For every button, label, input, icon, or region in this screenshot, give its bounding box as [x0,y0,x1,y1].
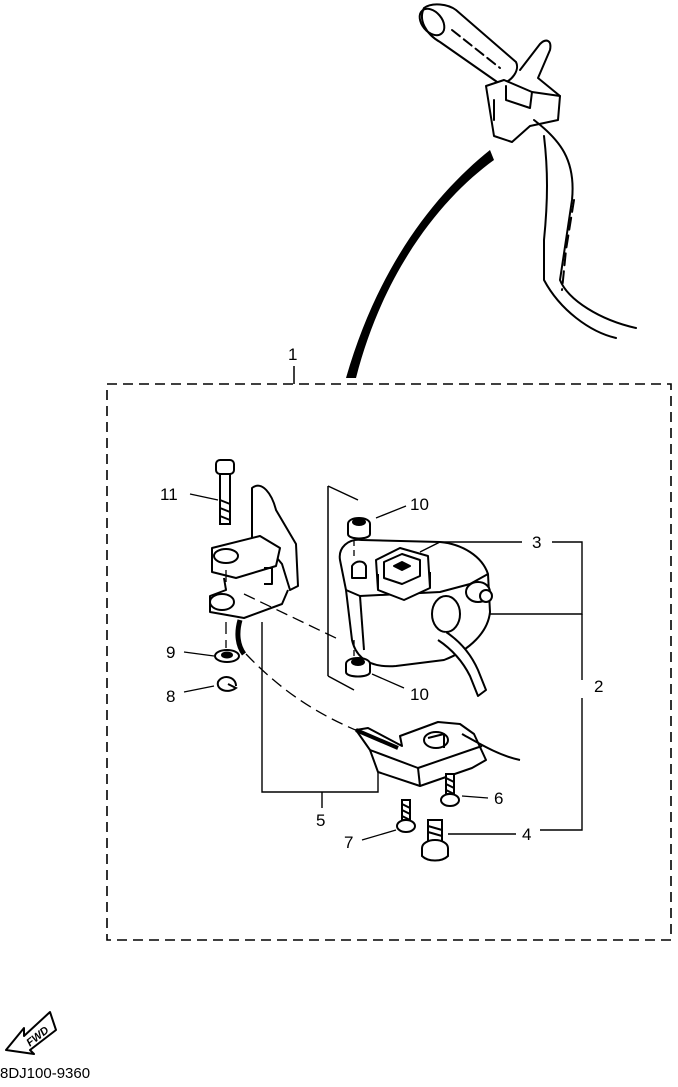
lower-housing-body [355,721,487,787]
callout-7: 7 [344,833,353,852]
callout-8-leader [183,685,215,693]
handlebar-tube-back [543,135,617,339]
cap-10-bottom-hole [351,658,365,666]
bolt-4 [421,819,449,862]
housing-seam [345,573,489,597]
bracket-top-plate [211,535,281,579]
brake-lever [519,39,561,97]
part-code: 8DJ100-9360 [0,1065,90,1082]
callout-11-leader [189,493,219,501]
callout-10b-leader [371,673,405,689]
bolt-11-shank [219,473,231,525]
bracket-slot [264,567,273,585]
housing-post [351,560,367,579]
housing-edge [359,595,365,651]
handlebar-centerline [561,199,575,291]
bolt-4-thread [427,825,443,837]
callout-5-bracket [261,622,379,793]
lower-housing [355,721,521,787]
callout-3: 3 [532,533,541,552]
fwd-arrow-shape [5,1011,57,1055]
assembly-leader [346,150,494,378]
cap-10-top [347,517,371,540]
callout-10-top: 10 [410,495,429,514]
washer-9-hole [221,651,233,659]
bracket-top-hole [213,548,239,564]
bracket-wire [235,619,247,656]
callout-brackets [261,541,583,835]
switch-housing [327,485,493,697]
washer-9 [214,649,240,663]
screw-6-head [440,793,460,807]
callout-5: 5 [316,811,325,830]
screw-6 [440,773,460,807]
bracket-bottom-hole [209,593,235,611]
handlebar-grip [421,3,518,85]
switch-knob-center [393,561,411,571]
callout-4: 4 [522,825,531,844]
cap-10-top-hole [352,518,366,526]
callout-2: 2 [594,677,603,696]
housing-frame-bottom [327,675,355,691]
housing-cable-outlet [437,631,487,697]
callout-3-leader [419,541,522,553]
callout-6: 6 [494,789,503,808]
bolt-11 [215,459,235,525]
cap-10-bottom [345,657,371,678]
callout-6-leader [461,795,489,799]
fwd-arrow-icon: FWD [5,1011,57,1055]
grip-centerline [451,29,501,69]
callout-11: 11 [160,485,178,504]
mounting-bracket [209,484,299,656]
switch-knob-sides [377,572,431,590]
bolt-4-shank [427,819,443,843]
lower-housing-switch [423,731,449,749]
lower-housing-switch-detail [427,733,445,748]
callout-1: 1 [288,345,297,364]
callout-10-bottom: 10 [410,685,429,704]
clamp-detail [505,85,533,109]
housing-front-button [431,595,461,633]
bolt-11-head [215,459,235,475]
bolt-4-flange [421,848,449,862]
housing-frame-top [327,485,359,501]
clip-8-ring [216,676,238,692]
handlebar-tube-front [533,119,637,329]
lower-housing-corner [417,767,421,787]
housing-ear-screw [479,589,493,603]
bolt-11-thread [219,499,231,521]
callout-2-line-lower [540,698,583,831]
callout-8: 8 [166,687,175,706]
callout-10a-leader [375,505,407,519]
callout-7-leader [361,829,397,841]
handlebar [418,3,637,339]
grip-end [418,7,446,37]
screw-7 [396,799,416,833]
screw-7-head [396,819,416,833]
clip-8 [216,676,238,692]
assembly-boundary [106,383,672,941]
lower-housing-wire [355,728,399,750]
clamp-body [485,79,561,143]
lower-housing-cable [461,733,521,761]
callout-9-leader [183,651,215,657]
callout-9: 9 [166,643,175,662]
callout-3-bracket [490,541,583,615]
